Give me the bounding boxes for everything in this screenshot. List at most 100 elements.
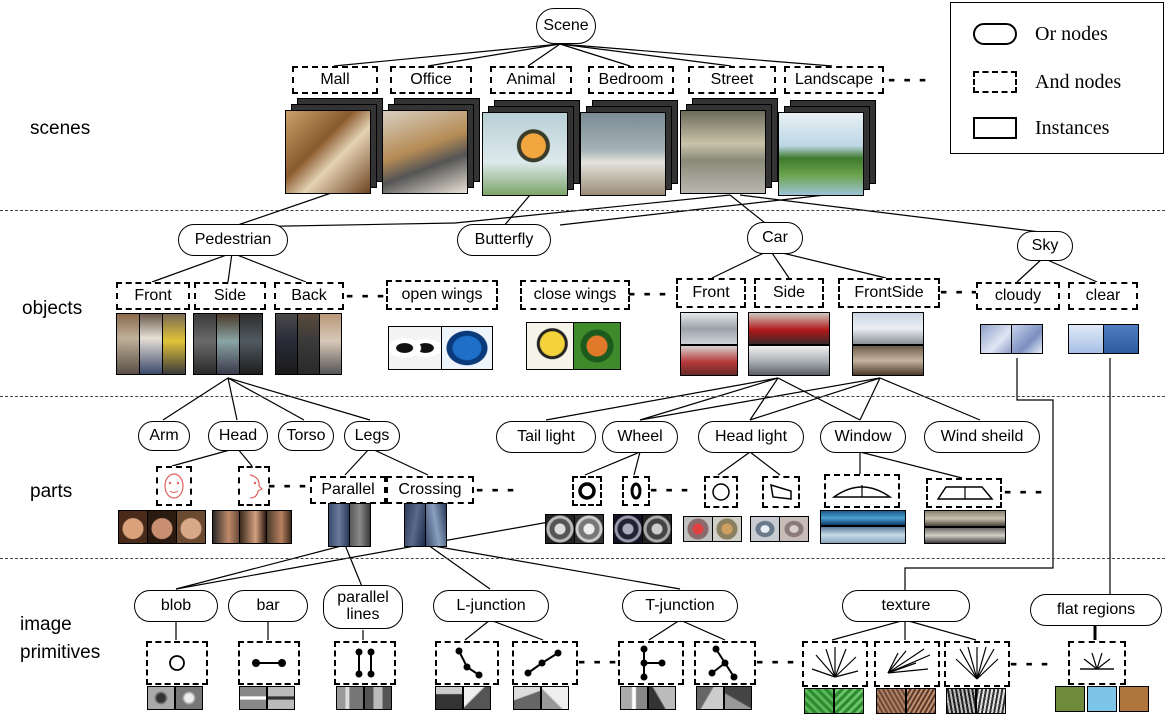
- car-frontside-image: [852, 312, 924, 345]
- or-node-symbol: [973, 23, 1017, 45]
- legs-parallel-image: [349, 503, 371, 547]
- row-divider: [0, 210, 1165, 211]
- or-node-legs: Legs: [344, 421, 400, 451]
- and-node-close-wings: close wings: [520, 280, 630, 310]
- window-front-image: [820, 510, 906, 526]
- l-junction-tile: [463, 686, 491, 710]
- legend: Or nodes And nodes Instances: [950, 2, 1164, 154]
- or-node-texture: texture: [842, 590, 970, 622]
- ellipsis: - - -: [756, 648, 796, 673]
- sky-cloudy-image: [980, 324, 1012, 354]
- face-image: [118, 510, 148, 544]
- butterfly-close-wings-image: [526, 322, 574, 370]
- pedestrian-front-image: [116, 313, 140, 375]
- and-node-face-side: [238, 466, 270, 506]
- and-node-car-side: Side: [754, 278, 824, 308]
- mall-image: [285, 110, 371, 194]
- sky-clear-image: [1068, 324, 1104, 354]
- texture-tile: [906, 688, 936, 714]
- ellipsis: - - -: [1004, 478, 1044, 503]
- and-node-window-side: [926, 478, 1002, 508]
- face-side-image: [266, 510, 292, 544]
- and-node-window-front: [824, 474, 900, 508]
- texture-tile: [834, 688, 864, 714]
- sky-cloudy-image: [1011, 324, 1043, 354]
- ellipsis: - - -: [476, 476, 516, 501]
- and-node-car-front: Front: [676, 278, 746, 308]
- t-junction-tile: [696, 686, 724, 710]
- or-node-sky: Sky: [1017, 231, 1073, 261]
- butterfly-open-wings-image: [441, 326, 493, 370]
- car-frontside-image: [852, 345, 924, 376]
- and-node-texture-b: [874, 641, 940, 687]
- car-front-image: [680, 345, 738, 376]
- instance-symbol: [973, 117, 1017, 139]
- or-node-tail-light: Tail light: [496, 421, 596, 453]
- or-node-wheel: Wheel: [602, 421, 678, 453]
- t-junction-tile: [620, 686, 648, 710]
- t-junction-tile: [648, 686, 676, 710]
- ellipsis: - - -: [578, 648, 618, 673]
- and-node-flat-region: [1068, 641, 1126, 685]
- row-label-primitives: primitives: [20, 642, 101, 663]
- office-image-stack: [382, 98, 482, 196]
- headlight-image: [712, 516, 742, 542]
- legs-crossing-image: [404, 503, 426, 547]
- or-node-head: Head: [208, 421, 268, 451]
- row-label-objects: objects: [22, 298, 83, 319]
- legs-crossing-image: [425, 503, 447, 547]
- texture-star-icon: [887, 648, 931, 674]
- parallel-lines-icon: [355, 648, 375, 678]
- row-divider: [0, 558, 1165, 559]
- pedestrian-back-image: [319, 313, 342, 375]
- animal-image-stack: [482, 100, 582, 198]
- or-node-scene: Scene: [536, 8, 596, 44]
- ellipsis: - - -: [650, 476, 690, 501]
- l-junction-tile: [435, 686, 463, 710]
- row-label-image: image: [20, 614, 72, 635]
- landscape-image-stack: [778, 100, 878, 198]
- legend-and: And nodes: [951, 67, 1163, 97]
- and-node-sky-clear: clear: [1068, 282, 1138, 310]
- and-node-animal: Animal: [490, 66, 572, 94]
- or-node-butterfly: Butterfly: [457, 224, 551, 256]
- landscape-image: [778, 112, 864, 196]
- wheel-ellipse-icon: [630, 482, 642, 500]
- and-node-texture-c: [944, 641, 1010, 687]
- and-node-office: Office: [390, 66, 472, 94]
- and-node-car-frontside: FrontSide: [838, 278, 940, 308]
- car-side-image: [748, 312, 830, 345]
- l-junction-icon: [455, 647, 483, 679]
- or-node-bar: bar: [228, 590, 308, 622]
- flat-region-tile: [1119, 686, 1149, 712]
- ellipsis: - - -: [940, 278, 980, 303]
- or-node-wind-sheild: Wind sheild: [924, 421, 1040, 453]
- and-node-blob: [146, 641, 208, 685]
- wheel-circle-icon: [578, 482, 596, 500]
- ellipsis: - - -: [888, 66, 928, 91]
- and-node-t-junction-a: [618, 641, 684, 685]
- and-node-headlight-round: [704, 476, 738, 508]
- texture-star-icon: [955, 646, 999, 680]
- row-divider: [0, 396, 1165, 397]
- and-node-bar: [238, 641, 300, 685]
- headlight-image: [683, 516, 713, 542]
- face-sketch-icon: [164, 473, 184, 499]
- or-node-window: Window: [820, 421, 906, 453]
- butterfly-close-wings-image: [573, 322, 621, 370]
- window-side-image: [924, 527, 1006, 544]
- headlight-circle-icon: [712, 483, 730, 501]
- windshield-arc-icon: [831, 485, 893, 498]
- texture-tile: [946, 688, 976, 714]
- or-node-flat-regions: flat regions: [1030, 594, 1162, 626]
- pedestrian-front-image: [162, 313, 186, 375]
- and-node-t-junction-b: [694, 641, 756, 685]
- bedroom-image: [580, 112, 666, 196]
- blob-tile: [147, 686, 175, 710]
- row-label-parts: parts: [30, 481, 73, 502]
- parallel-lines-tile: [364, 686, 392, 710]
- face-image: [176, 510, 206, 544]
- and-node-pedestrian-back: Back: [274, 282, 344, 310]
- wheel-image: [642, 514, 672, 544]
- or-node-pedestrian: Pedestrian: [178, 224, 288, 256]
